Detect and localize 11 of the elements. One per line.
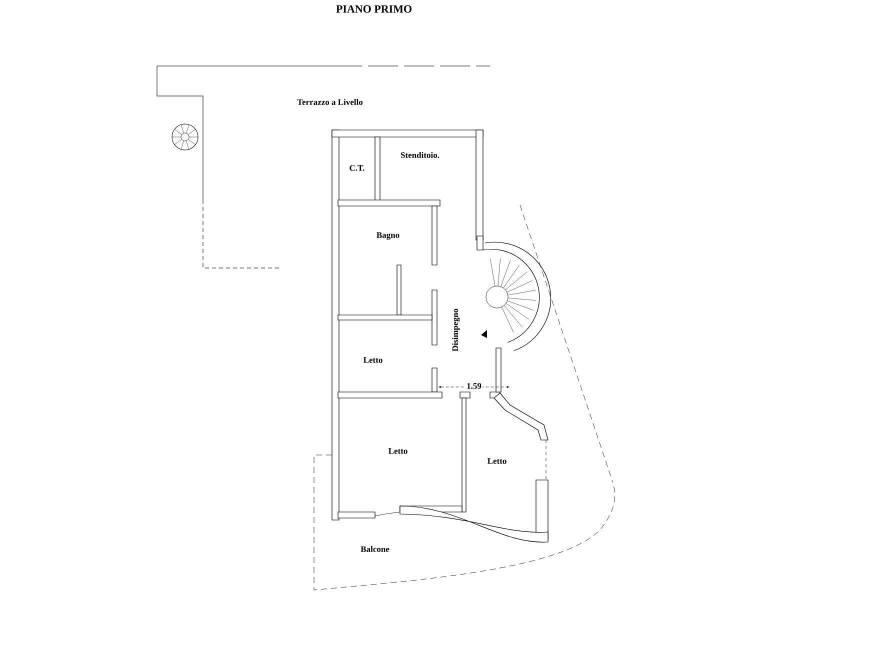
room-label: Bagno [376, 232, 400, 240]
area-label: Terrazzo a Livello [297, 99, 363, 105]
room-label: Letto [363, 357, 382, 363]
dimension-label: 1.59 [466, 382, 482, 390]
room-label: Letto [388, 448, 408, 454]
room-label: C.T. [350, 165, 364, 171]
room-label: Stenditoio. [400, 152, 440, 158]
area-label: Balcone [360, 546, 390, 552]
room-label: Letto [487, 458, 506, 464]
room-label: Disimpegno [452, 308, 460, 352]
plan-title: PIANO PRIMO [336, 5, 412, 13]
